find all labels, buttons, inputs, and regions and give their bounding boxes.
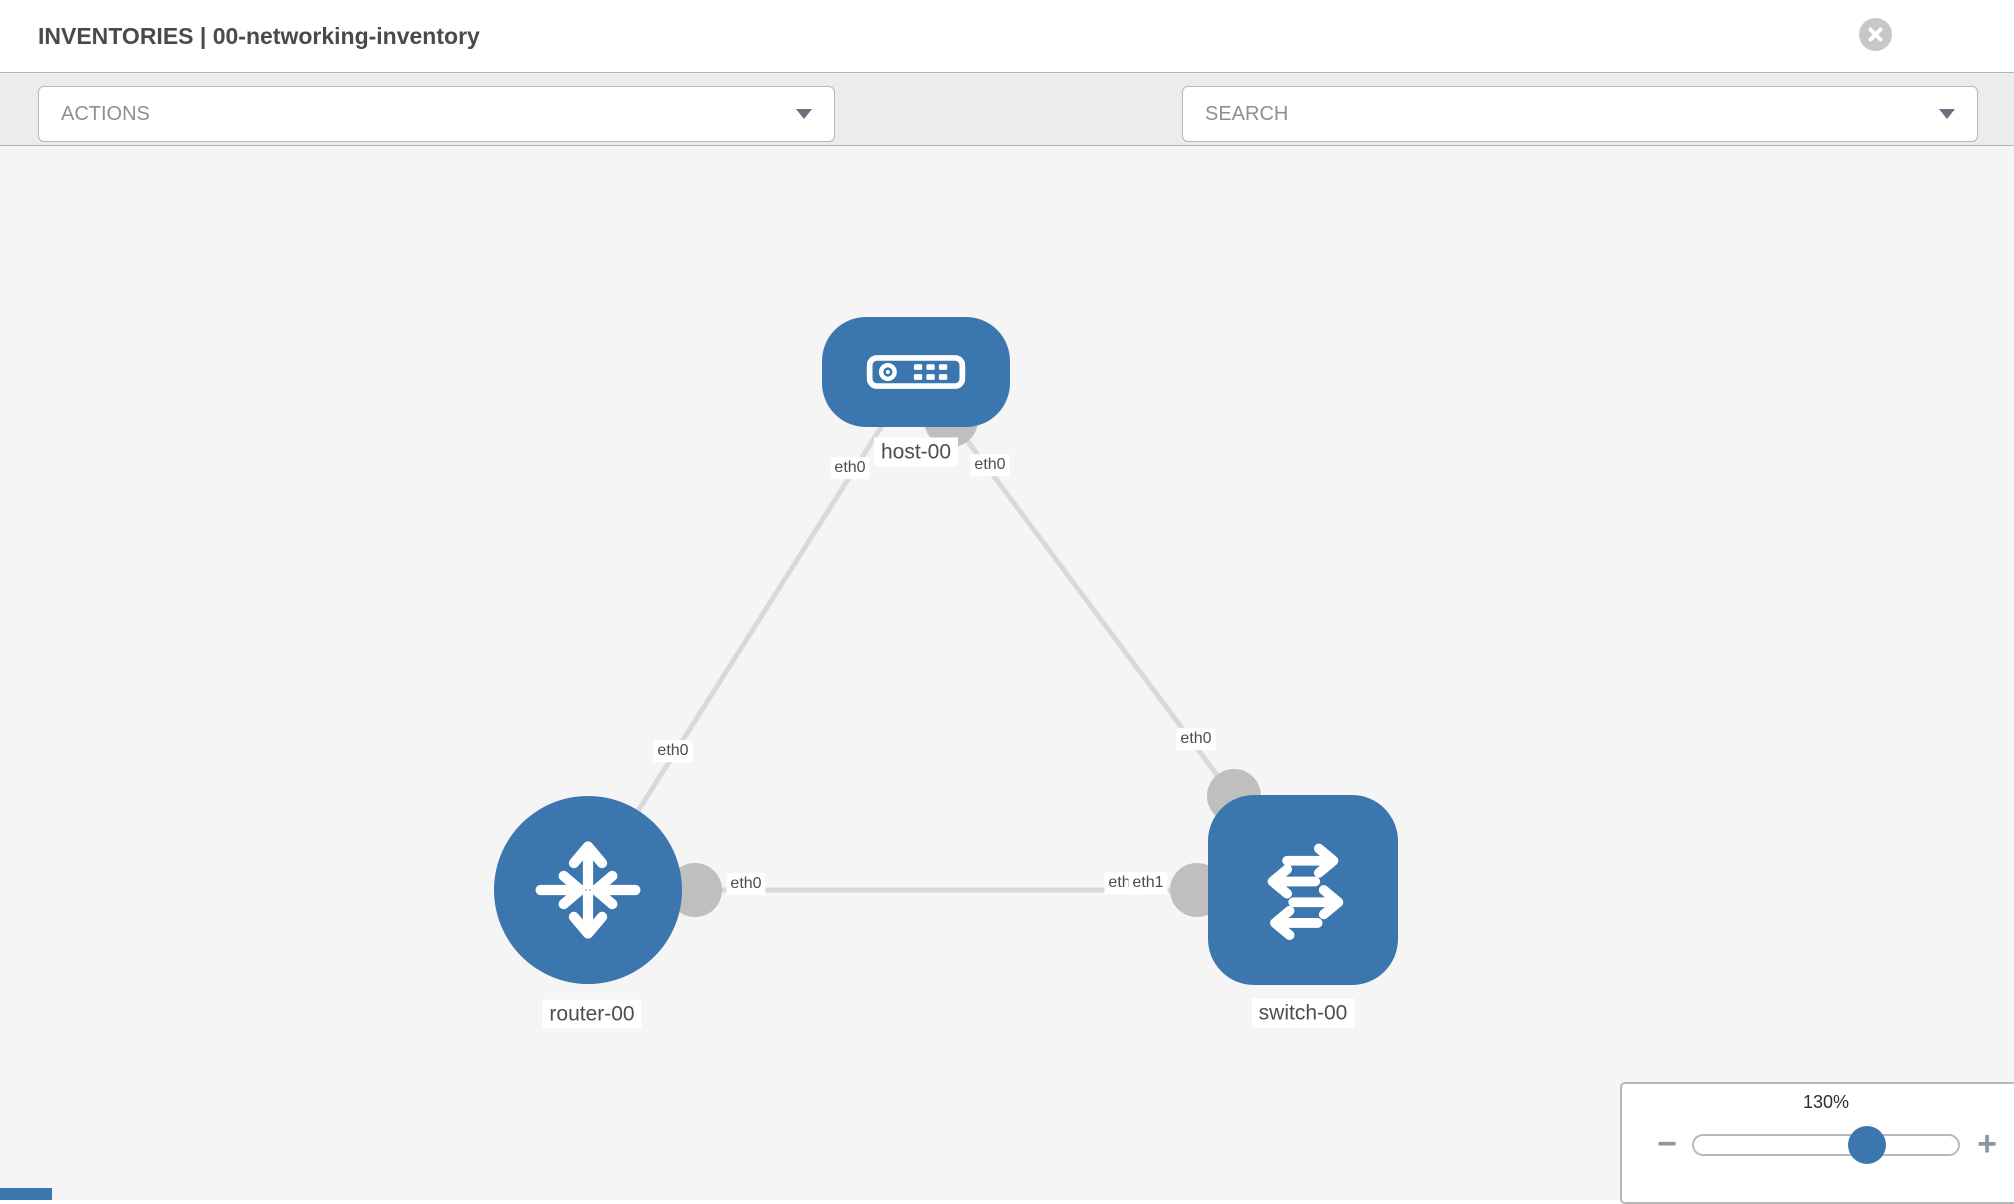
node-router-00[interactable] bbox=[494, 796, 682, 984]
node-host-00[interactable] bbox=[822, 317, 1010, 427]
window-header: INVENTORIES | 00-networking-inventory bbox=[0, 0, 2014, 72]
search-dropdown[interactable]: SEARCH bbox=[1182, 86, 1978, 142]
node-switch-00[interactable] bbox=[1208, 795, 1398, 985]
chevron-down-icon bbox=[1939, 109, 1955, 119]
router-icon bbox=[535, 841, 641, 939]
bottom-left-blue-strip bbox=[0, 1188, 52, 1200]
interface-label-eth0: eth0 bbox=[653, 740, 693, 762]
switch-icon bbox=[1267, 843, 1344, 941]
host-icon bbox=[866, 355, 966, 389]
chevron-down-icon bbox=[796, 109, 812, 119]
node-label-switch-00: switch-00 bbox=[1251, 998, 1355, 1028]
topology-links-layer bbox=[585, 370, 1306, 917]
interface-label-eth0: eth0 bbox=[1176, 728, 1216, 750]
search-dropdown-label: SEARCH bbox=[1205, 102, 1289, 125]
topology-canvas[interactable]: host-00 router-00 switch-00 eth0 eth0 eth0 eth… bbox=[0, 146, 2014, 1200]
port-connector bbox=[668, 863, 722, 917]
zoom-out-button[interactable]: − bbox=[1657, 1125, 1677, 1163]
zoom-slider-thumb[interactable] bbox=[1847, 1126, 1886, 1164]
toolbar: ACTIONS SEARCH bbox=[0, 72, 2014, 204]
interface-label-eth1: eth1 bbox=[1128, 872, 1168, 894]
node-label-router-00: router-00 bbox=[542, 999, 642, 1029]
node-label-host-00: host-00 bbox=[873, 437, 959, 467]
zoom-control-panel: 130% − + bbox=[1620, 1082, 2014, 1204]
zoom-in-button[interactable]: + bbox=[1977, 1125, 1997, 1163]
actions-dropdown[interactable]: ACTIONS bbox=[38, 86, 835, 142]
actions-dropdown-label: ACTIONS bbox=[61, 102, 150, 125]
close-button[interactable] bbox=[1859, 18, 1892, 51]
interface-label-eth0: eth0 bbox=[830, 457, 870, 479]
interface-label-eth0: eth0 bbox=[970, 454, 1010, 476]
close-icon bbox=[1868, 27, 1883, 42]
page-title: INVENTORIES | 00-networking-inventory bbox=[38, 23, 480, 49]
zoom-level-value: 130% bbox=[1802, 1092, 1850, 1112]
interface-label-eth0: eth0 bbox=[726, 873, 766, 895]
zoom-slider-track[interactable] bbox=[1692, 1126, 1960, 1164]
